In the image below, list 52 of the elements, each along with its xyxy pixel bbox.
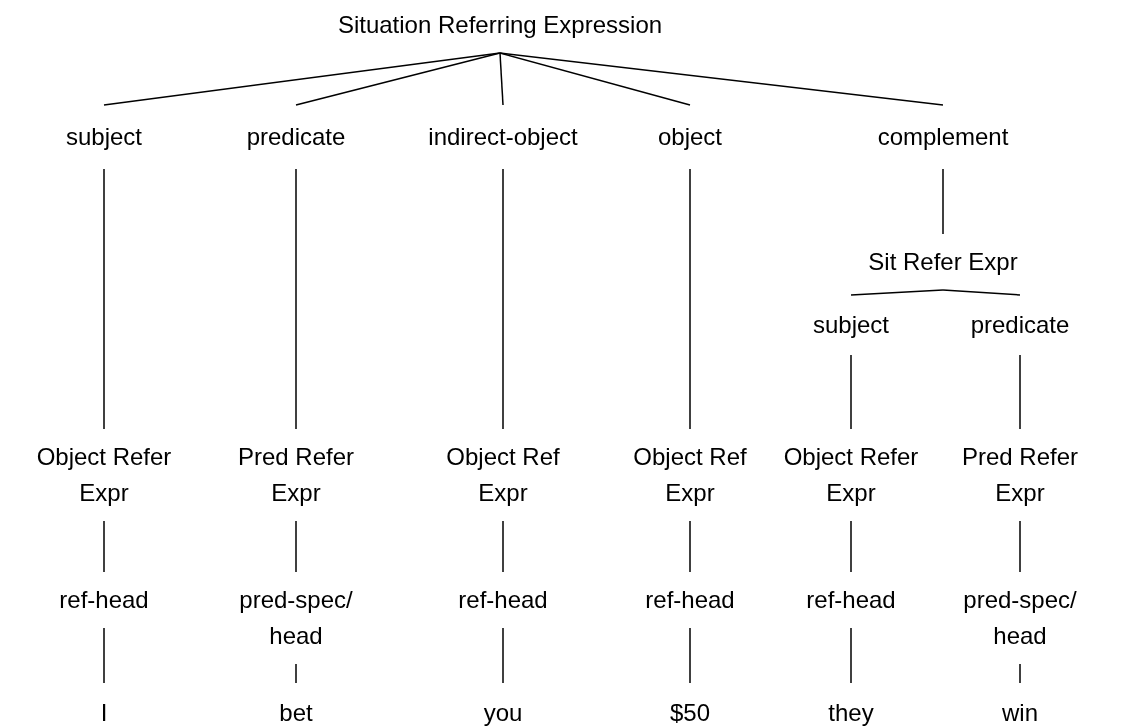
tree-branch-line bbox=[103, 520, 105, 573]
node-label: Object Ref Expr bbox=[632, 442, 748, 508]
node-label: I bbox=[99, 698, 109, 727]
tree-branch-line bbox=[1019, 354, 1021, 430]
tree-branch-line bbox=[1019, 663, 1021, 684]
node-label: Situation Referring Expression bbox=[336, 10, 664, 40]
node-label: they bbox=[827, 698, 875, 727]
tree-branch-line bbox=[499, 52, 504, 106]
node-label: ref-head bbox=[457, 585, 549, 615]
node-label: indirect-object bbox=[427, 122, 579, 152]
node-label: Pred Refer Expr bbox=[960, 442, 1080, 508]
tree-branch-line bbox=[502, 168, 504, 430]
tree-branch-line bbox=[850, 289, 944, 296]
tree-branch-line bbox=[850, 520, 852, 573]
tree-branch-line bbox=[942, 289, 1021, 296]
node-label: predicate bbox=[245, 122, 347, 152]
node-label: ref-head bbox=[644, 585, 736, 615]
tree-branch-line bbox=[499, 52, 944, 106]
node-label: pred-spec/ head bbox=[962, 585, 1078, 651]
node-label: bet bbox=[278, 698, 314, 727]
tree-branch-line bbox=[295, 663, 297, 684]
node-label: complement bbox=[876, 122, 1010, 152]
tree-branch-line bbox=[295, 52, 501, 106]
tree-branch-line bbox=[103, 168, 105, 430]
tree-branch-line bbox=[689, 168, 691, 430]
tree-branch-line bbox=[103, 627, 105, 684]
tree-branch-line bbox=[689, 520, 691, 573]
node-label: win bbox=[1001, 698, 1039, 727]
tree-branch-line bbox=[295, 168, 297, 430]
node-label: ref-head bbox=[58, 585, 150, 615]
tree-branch-line bbox=[103, 52, 501, 106]
node-label: pred-spec/ head bbox=[238, 585, 354, 651]
node-label: $50 bbox=[668, 698, 711, 727]
tree-branch-line bbox=[1019, 520, 1021, 573]
node-label: object bbox=[656, 122, 723, 152]
tree-branch-line bbox=[942, 168, 944, 235]
tree-branch-line bbox=[295, 520, 297, 573]
node-label: you bbox=[482, 698, 524, 727]
tree-branch-line bbox=[502, 627, 504, 684]
node-label: Object Refer Expr bbox=[782, 442, 920, 508]
node-label: Object Refer Expr bbox=[35, 442, 173, 508]
node-label: predicate bbox=[969, 310, 1071, 340]
node-label: Pred Refer Expr bbox=[236, 442, 356, 508]
tree-branch-line bbox=[850, 627, 852, 684]
node-label: subject bbox=[64, 122, 143, 152]
node-label: subject bbox=[811, 310, 890, 340]
tree-branch-line bbox=[850, 354, 852, 430]
node-label: Object Ref Expr bbox=[445, 442, 561, 508]
tree-branch-line bbox=[502, 520, 504, 573]
node-label: Sit Refer Expr bbox=[867, 247, 1019, 277]
node-label: ref-head bbox=[805, 585, 897, 615]
tree-branch-line bbox=[689, 627, 691, 684]
